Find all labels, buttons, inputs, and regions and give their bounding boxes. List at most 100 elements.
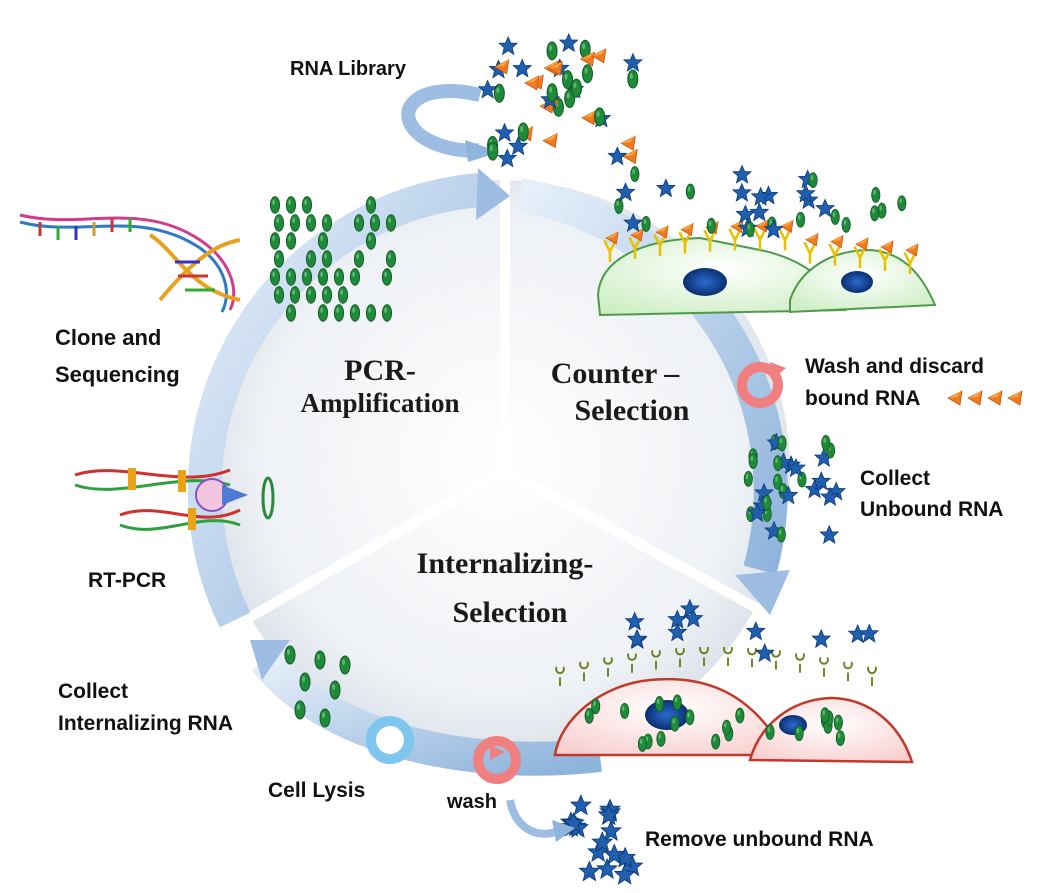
triangle-icon bbox=[680, 222, 694, 237]
label-collect-internalizing: Internalizing RNA bbox=[58, 712, 233, 735]
rna-oval-icon bbox=[385, 214, 397, 232]
rna-oval-icon bbox=[773, 455, 783, 472]
label-clone-sequencing: Clone and bbox=[55, 325, 161, 350]
rna-oval-icon bbox=[289, 214, 301, 232]
wash-ring-icon bbox=[737, 362, 786, 408]
rna-oval-icon bbox=[654, 695, 665, 712]
target-cells bbox=[553, 677, 914, 764]
rna-oval-icon bbox=[299, 672, 311, 692]
rna-oval-icon bbox=[305, 214, 317, 232]
rna-oval-icon bbox=[685, 709, 695, 726]
wash-ring-icon bbox=[473, 736, 521, 784]
rna-oval-icon bbox=[637, 736, 648, 752]
rna-oval-icon bbox=[365, 196, 377, 214]
rna-oval-icon bbox=[353, 250, 365, 268]
stage-title-counter: Counter – bbox=[551, 357, 681, 390]
rna-oval-icon bbox=[289, 286, 301, 304]
rna-oval-icon bbox=[305, 250, 317, 268]
rna-oval-icon bbox=[285, 196, 297, 214]
nucleus bbox=[645, 700, 689, 730]
removed-unbound-rna bbox=[560, 794, 643, 885]
triangle-icon bbox=[524, 75, 540, 91]
rna-oval-icon bbox=[269, 232, 281, 250]
star-icon bbox=[579, 861, 600, 881]
rna-oval-icon bbox=[349, 304, 361, 322]
triangle-icon bbox=[947, 390, 963, 406]
rna-oval-icon bbox=[273, 250, 285, 268]
star-icon bbox=[732, 165, 752, 184]
rna-oval-icon bbox=[641, 215, 651, 232]
rna-oval-icon bbox=[620, 703, 630, 719]
rna-oval-icon bbox=[301, 196, 313, 214]
star-icon bbox=[559, 33, 579, 52]
rna-oval-icon bbox=[870, 205, 880, 222]
receptor-icon bbox=[778, 228, 792, 251]
star-icon bbox=[746, 621, 766, 640]
rna-oval-icon bbox=[735, 707, 745, 724]
rna-oval-icon bbox=[321, 286, 333, 304]
rna-oval-icon bbox=[294, 700, 306, 720]
rna-oval-icon bbox=[897, 195, 907, 212]
label-wash: wash bbox=[446, 791, 497, 813]
receptor-icon bbox=[771, 650, 781, 670]
rna-oval-icon bbox=[369, 214, 381, 232]
rna-oval-icon bbox=[594, 107, 606, 127]
rna-oval-icon bbox=[743, 470, 753, 487]
label-remove-unbound: Remove unbound RNA bbox=[645, 828, 874, 851]
rna-oval-icon bbox=[317, 232, 329, 250]
triangle-icon bbox=[591, 48, 607, 64]
nucleus bbox=[683, 268, 727, 296]
cycle-arrow-left bbox=[187, 168, 510, 628]
rna-oval-icon bbox=[329, 680, 341, 700]
rna-oval-icon bbox=[269, 196, 281, 214]
rna-oval-icon bbox=[656, 730, 666, 747]
central-disc bbox=[210, 180, 790, 760]
rna-oval-icon bbox=[706, 217, 716, 234]
rna-oval-icon bbox=[562, 70, 574, 90]
rna-oval-icon bbox=[487, 141, 499, 161]
triangle-icon bbox=[987, 390, 1003, 406]
label-collect-unbound: Collect bbox=[860, 467, 930, 490]
label-cell-lysis: Cell Lysis bbox=[268, 779, 365, 802]
star-icon bbox=[616, 182, 635, 201]
rna-oval-icon bbox=[339, 655, 351, 675]
rna-oval-icon bbox=[721, 719, 732, 736]
rt-pcr-dna-icon bbox=[74, 468, 275, 531]
rna-oval-icon bbox=[517, 122, 529, 142]
rna-oval-icon bbox=[546, 83, 558, 103]
rna-oval-icon bbox=[333, 268, 345, 286]
star-icon bbox=[498, 36, 518, 55]
star-icon bbox=[736, 204, 755, 224]
label-collect-unbound: Unbound RNA bbox=[860, 498, 1003, 521]
rna-oval-icon bbox=[830, 208, 840, 225]
rna-oval-icon bbox=[349, 268, 361, 286]
rna-oval-icon bbox=[337, 286, 349, 304]
rna-oval-icon bbox=[317, 268, 329, 286]
rna-oval-icon bbox=[672, 694, 682, 711]
rna-oval-icon bbox=[841, 216, 851, 233]
label-rt-pcr: RT-PCR bbox=[88, 569, 166, 592]
rna-oval-icon bbox=[301, 268, 313, 286]
label-rna-library: RNA Library bbox=[290, 58, 407, 80]
library-arrow bbox=[401, 84, 500, 162]
rna-oval-icon bbox=[353, 214, 365, 232]
rna-oval-icon bbox=[745, 221, 755, 238]
triangle-icon bbox=[1007, 390, 1023, 406]
star-icon bbox=[656, 178, 676, 197]
rna-oval-icon bbox=[317, 304, 329, 322]
rna-oval-icon bbox=[321, 250, 333, 268]
stage-title-internalizing: Selection bbox=[453, 596, 568, 629]
rna-oval-icon bbox=[285, 304, 297, 322]
rna-oval-icon bbox=[285, 232, 297, 250]
rna-oval-icon bbox=[808, 172, 818, 189]
rna-oval-icon bbox=[794, 725, 804, 742]
rna-oval-icon bbox=[570, 78, 582, 98]
triangle-icon bbox=[620, 135, 636, 151]
rna-oval-icon bbox=[762, 494, 772, 511]
stage-title-pcr: PCR- bbox=[344, 354, 416, 387]
rna-oval-icon bbox=[381, 304, 393, 322]
star-icon bbox=[512, 59, 532, 78]
rna-oval-icon bbox=[777, 435, 787, 452]
stage-title-internalizing: Internalizing- bbox=[417, 547, 594, 580]
